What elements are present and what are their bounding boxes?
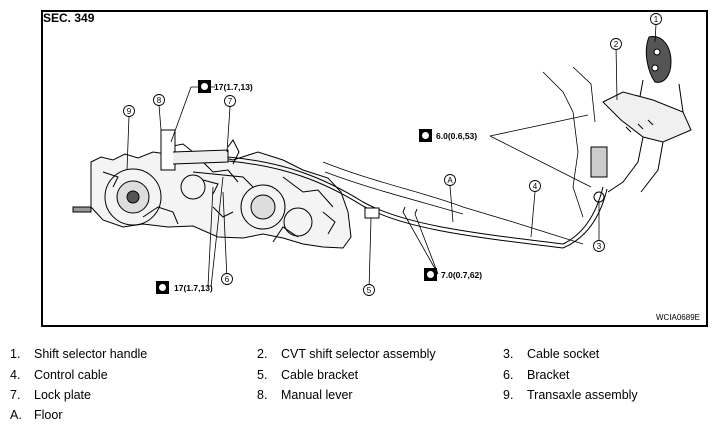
- legend-item-5: 5. Cable bracket: [257, 368, 358, 382]
- legend-item-8: 8. Manual lever: [257, 388, 353, 402]
- legend-item-7: 7. Lock plate: [10, 388, 91, 402]
- legend-text: Floor: [34, 408, 63, 422]
- legend-item-4: 4. Control cable: [10, 368, 108, 382]
- control-cable: [227, 156, 608, 249]
- torque-label-1: 17(1.7,13): [214, 82, 253, 92]
- callout-8-circle: [153, 94, 165, 106]
- torque-wrench-icon-1: [198, 80, 211, 93]
- legend-text: Lock plate: [34, 388, 91, 402]
- callout-4: 4: [533, 182, 538, 191]
- legend-text: Control cable: [34, 368, 108, 382]
- shift-selector-illustration: [590, 36, 692, 203]
- legend-item-1: 1. Shift selector handle: [10, 347, 147, 361]
- legend-item-6: 6. Bracket: [503, 368, 569, 382]
- callout-2: 2: [614, 40, 619, 49]
- callout-5-circle: [363, 284, 375, 296]
- callout-3-circle: [593, 240, 605, 252]
- legend-text: Cable bracket: [281, 368, 359, 382]
- legend-num: 8.: [257, 388, 268, 402]
- callout-A-circle: [444, 174, 456, 186]
- callout-2-circle: [610, 38, 622, 50]
- callout-1-circle: [650, 13, 662, 25]
- callout-3: 3: [597, 242, 602, 251]
- legend-text: CVT shift selector assembly: [281, 347, 436, 361]
- legend-num: A.: [10, 408, 22, 422]
- legend-num: 4.: [10, 368, 21, 382]
- diagram-drawing: 1 2 3 4 5 6 7 8 9 A 17(1.7,13) 17(1.7,13…: [72, 13, 692, 296]
- callout-A: A: [447, 176, 453, 185]
- leader-lines: [126, 23, 657, 291]
- legend-text: Shift selector handle: [34, 347, 148, 361]
- legend-text: Transaxle assembly: [527, 388, 638, 402]
- callout-7: 7: [228, 97, 233, 106]
- torque-wrench-icon-4: [424, 268, 437, 281]
- legend-text: Bracket: [527, 368, 570, 382]
- callout-8: 8: [157, 96, 162, 105]
- legend-text: Cable socket: [527, 347, 600, 361]
- torque-label-4: 7.0(0.7,62): [441, 270, 482, 280]
- legend-num: 6.: [503, 368, 514, 382]
- torque-wrench-icon-3: [419, 129, 432, 142]
- legend-num: 5.: [257, 368, 268, 382]
- callout-9-circle: [123, 105, 135, 117]
- callout-circles: [123, 13, 662, 296]
- torque-label-3: 6.0(0.6,53): [436, 131, 477, 141]
- callout-5: 5: [367, 286, 372, 295]
- legend-item-3: 3. Cable socket: [503, 347, 599, 361]
- legend-num: 2.: [257, 347, 268, 361]
- legend-num: 9.: [503, 388, 514, 402]
- legend-item-9: 9. Transaxle assembly: [503, 388, 638, 402]
- legend-text: Manual lever: [281, 388, 353, 402]
- diagram-figure: 1 2 3 4 5 6 7 8 9 A 17(1.7,13) 17(1.7,13…: [41, 10, 708, 327]
- callout-9: 9: [127, 107, 132, 116]
- floor-lines: [322, 66, 596, 245]
- torque-label-2: 17(1.7,13): [174, 283, 213, 293]
- transaxle-illustration: [72, 143, 352, 249]
- section-label: SEC. 349: [43, 11, 95, 25]
- callout-6: 6: [225, 275, 230, 284]
- legend-num: 7.: [10, 388, 21, 402]
- callout-1: 1: [654, 15, 659, 24]
- figure-code: WCIA0689E: [655, 313, 700, 322]
- legend-item-2: 2. CVT shift selector assembly: [257, 347, 436, 361]
- callout-4-circle: [529, 180, 541, 192]
- legend-item-A: A. Floor: [10, 408, 62, 422]
- torque-wrench-icon-2: [156, 281, 169, 294]
- callout-7-circle: [224, 95, 236, 107]
- callout-6-circle: [221, 273, 233, 285]
- legend-num: 1.: [10, 347, 21, 361]
- legend-num: 3.: [503, 347, 514, 361]
